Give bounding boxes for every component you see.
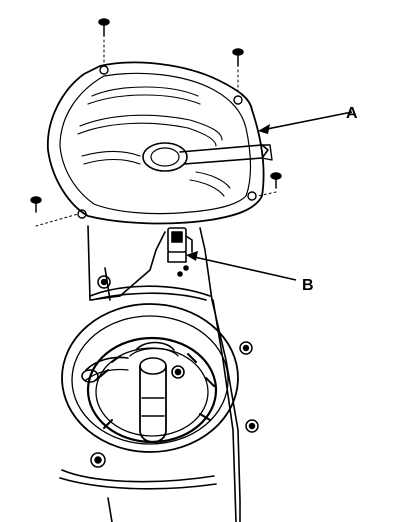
callout-a-arrow	[261, 111, 353, 131]
grommet	[142, 142, 188, 172]
callout-b-arrow	[189, 255, 297, 281]
arrowhead-icon	[186, 251, 198, 261]
pump-wire	[85, 356, 129, 371]
cover-mount-4	[77, 209, 87, 219]
arrowhead-icon	[258, 124, 270, 134]
nut-icon	[239, 341, 253, 355]
callout-a: A	[258, 105, 358, 134]
lock-ring	[86, 336, 218, 444]
screw-icon	[257, 172, 282, 197]
fuel-pump-assembly	[61, 303, 239, 453]
callout-b-label: B	[302, 277, 314, 294]
cover-mount-1	[99, 65, 109, 75]
screw-icon	[98, 18, 110, 65]
nut-icon	[90, 452, 106, 468]
pump-opening-outer	[61, 303, 239, 453]
cover-inner-rim	[59, 72, 252, 215]
fuel-outlet	[139, 365, 167, 443]
cover-outline	[47, 61, 265, 225]
callout-a-label: A	[346, 105, 358, 122]
callout-b: B	[186, 251, 314, 294]
screw-group	[30, 18, 282, 227]
nut-icon	[245, 419, 259, 433]
nut-group	[90, 275, 259, 468]
cover-mount-2	[233, 95, 243, 105]
pump-opening-inner	[71, 315, 229, 445]
access-cover	[47, 61, 273, 225]
wire-harness	[179, 144, 269, 165]
connector	[167, 227, 193, 277]
screw-icon	[30, 196, 79, 227]
nut-icon	[97, 275, 111, 289]
cover-mount-3	[247, 191, 257, 201]
screw-icon	[232, 48, 244, 95]
